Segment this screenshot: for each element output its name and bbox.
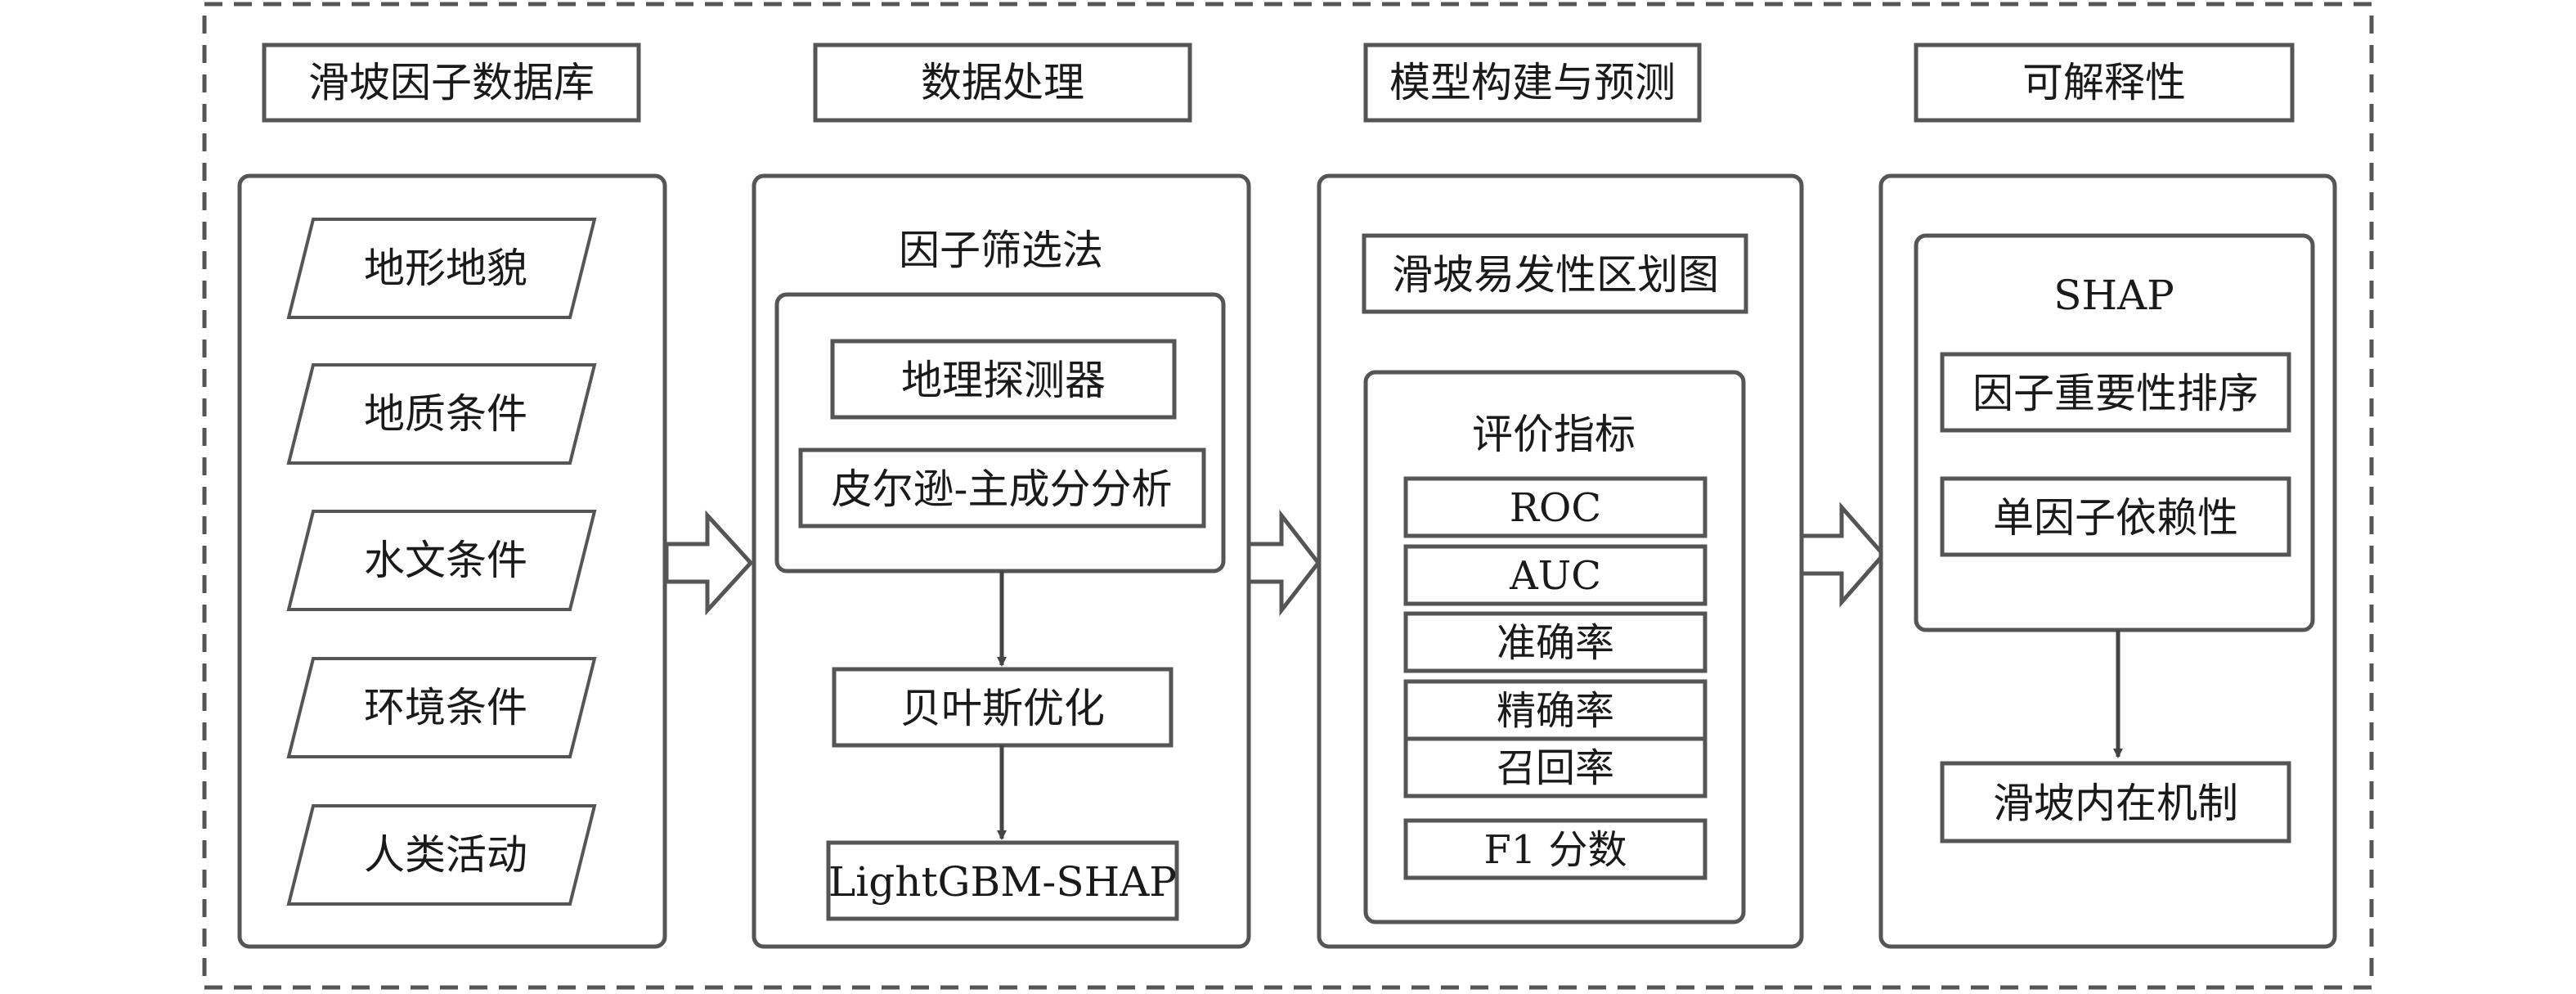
factor-label: 水文条件 [364, 537, 527, 584]
metric-label: F1 分数 [1483, 827, 1627, 873]
factor-parallelogram [286, 804, 597, 906]
stage-modeling-title: 模型构建与预测 [1389, 59, 1676, 106]
metric-label: 精确率 [1497, 688, 1614, 734]
stage-interpretability-title-box [1914, 43, 2295, 123]
metric-box [1403, 611, 1708, 673]
metric-label: ROC [1510, 485, 1601, 531]
stage-database-title: 滑坡因子数据库 [308, 59, 595, 106]
flow-arrow-3 [1799, 501, 1887, 608]
factor-item-4: 环境条件 [286, 657, 597, 758]
factor-item-3: 水文条件 [286, 510, 597, 611]
model-box [826, 840, 1179, 921]
stage-modeling-title-box [1363, 43, 1702, 123]
stage-processing-title-box [813, 43, 1192, 123]
factor-label: 地质条件 [364, 390, 527, 438]
shap-item-box [1940, 352, 2291, 433]
method-box-pearson-pca [798, 448, 1206, 528]
mechanism-box [1940, 761, 2291, 843]
factor-parallelogram [286, 363, 597, 465]
optimization-box [832, 667, 1174, 748]
factor-label: 地形地貌 [364, 245, 527, 292]
metric-label: 准确率 [1497, 620, 1614, 666]
model-label: LightGBM-SHAP [828, 858, 1177, 906]
stage-modeling: 模型构建与预测 滑坡易发性区划图 评价指标 ROC AUC 准确率 精确率 召回… [1317, 43, 1804, 949]
metric-label: AUC [1509, 553, 1601, 599]
susceptibility-map-box [1362, 233, 1748, 314]
stage-processing: 数据处理 因子筛选法 地理探测器 皮尔逊-主成分分析 贝叶斯优化 LightGB… [752, 43, 1251, 949]
factor-item-1: 地形地貌 [286, 218, 597, 319]
factor-screening-label: 因子筛选法 [899, 227, 1103, 274]
metric-box [1403, 476, 1708, 538]
method-label: 皮尔逊-主成分分析 [832, 466, 1173, 513]
method-label: 地理探测器 [901, 357, 1106, 404]
susceptibility-map-label: 滑坡易发性区划图 [1392, 251, 1719, 299]
factor-label: 环境条件 [364, 684, 527, 731]
factor-parallelogram [286, 218, 597, 319]
outer-dashed-frame [202, 2, 2374, 990]
shap-item-label: 因子重要性排序 [1972, 370, 2259, 417]
stage-database-title-box [262, 43, 641, 123]
flow-arrow-1 [664, 510, 754, 616]
stage-interpretability-title: 可解释性 [2022, 59, 2186, 106]
optimization-label: 贝叶斯优化 [900, 685, 1105, 732]
flow-arrow-2 [1246, 509, 1322, 617]
metric-box [1403, 818, 1708, 880]
metric-label: 召回率 [1497, 745, 1614, 791]
stage-processing-title: 数据处理 [921, 59, 1084, 106]
shap-item-box [1940, 476, 2291, 557]
metric-box [1403, 544, 1708, 606]
metric-box [1403, 736, 1708, 798]
factor-item-2: 地质条件 [286, 363, 597, 465]
factor-parallelogram [286, 510, 597, 611]
shap-group-label: SHAP [2053, 272, 2174, 319]
mechanism-label: 滑坡内在机制 [1993, 780, 2238, 827]
stage-interpretability: 可解释性 SHAP 因子重要性排序 单因子依赖性 滑坡内在机制 [1878, 43, 2337, 949]
shap-item-label: 单因子依赖性 [1993, 494, 2238, 542]
factor-label: 人类活动 [364, 831, 527, 879]
method-box-geodetector [830, 339, 1177, 420]
metrics-group-label: 评价指标 [1472, 411, 1636, 458]
factor-screening-group [774, 292, 1226, 573]
factor-item-5: 人类活动 [286, 804, 597, 906]
metric-box [1403, 679, 1708, 741]
stage-database: 滑坡因子数据库 地形地貌 地质条件 水文条件 环境条件 人类活动 [237, 43, 667, 949]
factor-parallelogram [286, 657, 597, 758]
